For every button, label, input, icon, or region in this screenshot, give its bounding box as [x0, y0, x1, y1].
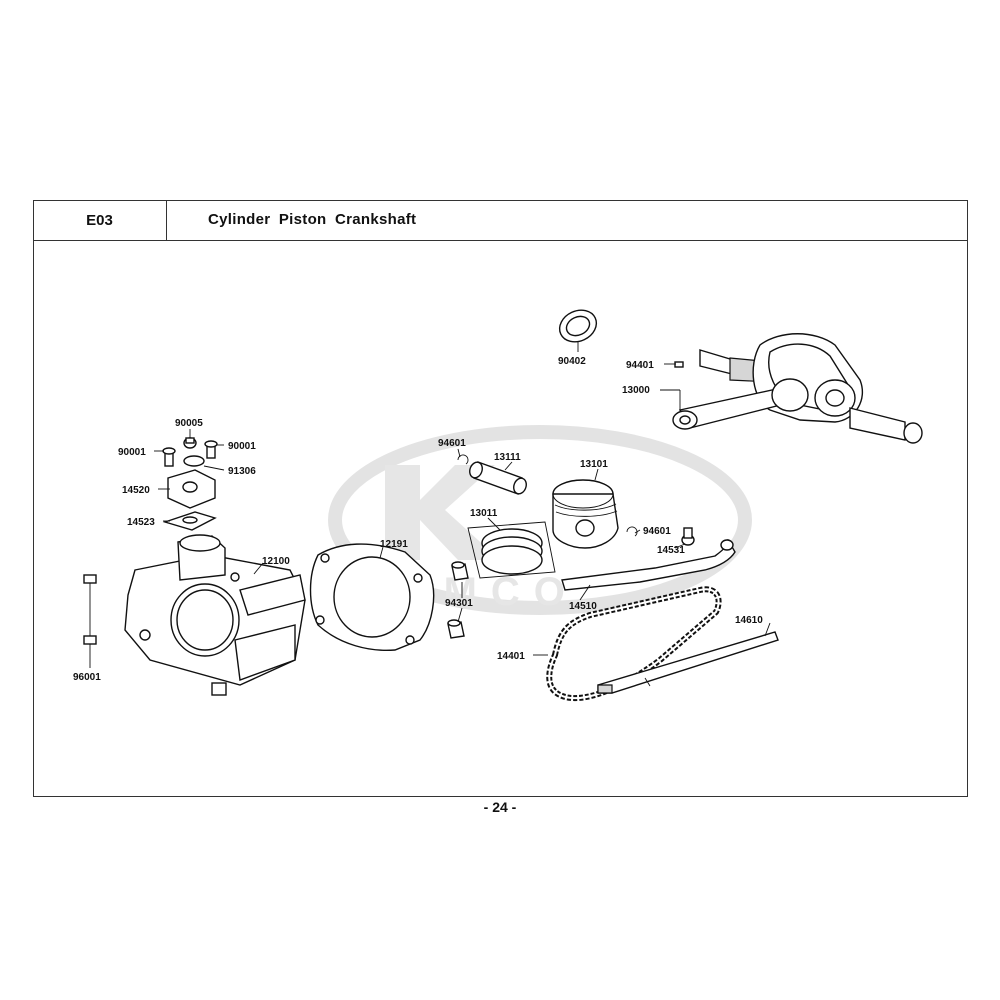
part-cylinder: [124, 534, 306, 696]
label-91306: 91306: [228, 466, 256, 477]
diagram-frame: [33, 200, 968, 797]
label-13101: 13101: [580, 459, 608, 470]
part-piston-pin-clip-left: [457, 454, 469, 465]
label-94301: 94301: [445, 598, 473, 609]
leader-lines: [89, 341, 771, 668]
part-piston: [552, 479, 619, 549]
part-dowel-pins: [447, 561, 469, 639]
part-cam-chain: [546, 586, 722, 702]
label-13000: 13000: [622, 385, 650, 396]
part-piston-ring-set: [467, 521, 556, 579]
label-14510: 14510: [569, 601, 597, 612]
section-code: E03: [33, 200, 167, 241]
label-94601-top: 94601: [438, 438, 466, 449]
part-stud-bolts: [83, 574, 97, 650]
label-13111: 13111: [494, 452, 521, 463]
label-90402: 90402: [558, 356, 586, 367]
label-14401: 14401: [497, 651, 525, 662]
label-94401: 94401: [626, 360, 654, 371]
part-crankshaft: [672, 333, 923, 444]
label-12100: 12100: [262, 556, 290, 567]
part-cylinder-gasket: [309, 543, 435, 652]
label-14610: 14610: [735, 615, 763, 626]
label-90005: 90005: [175, 418, 203, 429]
label-14520: 14520: [122, 485, 150, 496]
label-90001-right: 90001: [228, 441, 256, 452]
watermark-k-logo: [385, 465, 500, 560]
label-12191: 12191: [380, 539, 408, 550]
part-piston-pin: [469, 461, 527, 495]
part-oil-seal: [558, 309, 598, 343]
label-90001-left: 90001: [118, 447, 146, 458]
header-divider: [33, 240, 968, 241]
part-tensioner-bolt: [681, 527, 695, 546]
label-14523: 14523: [127, 517, 155, 528]
part-chain-guide: [597, 631, 779, 694]
label-13011: 13011: [470, 508, 498, 519]
label-94601-right: 94601: [643, 526, 671, 537]
part-piston-pin-clip-right: [626, 526, 638, 537]
label-96001: 96001: [73, 672, 101, 683]
part-tensioner-lifter: [162, 437, 218, 531]
label-14531: 14531: [657, 545, 685, 556]
part-tensioner-slipper: [561, 539, 736, 591]
page-title: Cylinder Piston Crankshaft: [208, 211, 417, 228]
page-number: - 24 -: [483, 799, 517, 815]
part-woodruff-key: [674, 361, 684, 368]
